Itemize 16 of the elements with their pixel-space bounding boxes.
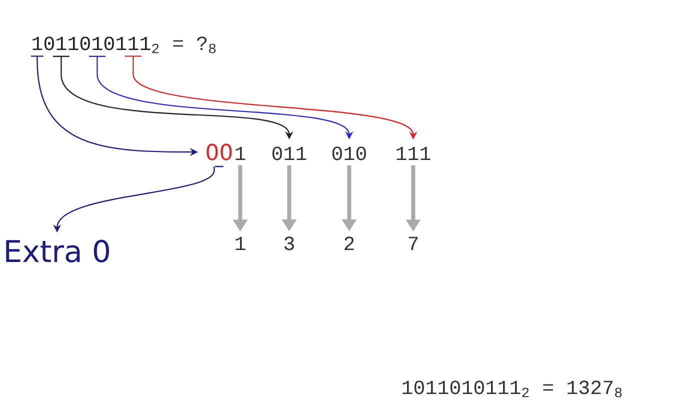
binary-group: 111 xyxy=(396,146,430,160)
binary-digits: 111 xyxy=(116,36,150,50)
binary-digits: 011 xyxy=(44,36,78,50)
equation: $_{2}$ = ?$_{8}$ xyxy=(152,36,216,54)
binary-group: 010 xyxy=(332,146,366,160)
octal-digit: 3 xyxy=(284,236,294,250)
octal-digit: 2 xyxy=(344,236,354,250)
padding-zeros: 00 xyxy=(206,144,232,160)
octal-digit: 1 xyxy=(236,236,246,250)
binary-digits: 1 xyxy=(32,36,42,50)
octal-digit: 7 xyxy=(408,236,418,250)
equation: 1011010111$_{2}$ = 1327$_{8}$ xyxy=(402,380,622,398)
handwritten-note: Extra 0 xyxy=(6,240,109,262)
binary-digits: 010 xyxy=(80,36,114,50)
binary-group: 1 xyxy=(236,146,246,160)
binary-group: 011 xyxy=(272,146,306,160)
